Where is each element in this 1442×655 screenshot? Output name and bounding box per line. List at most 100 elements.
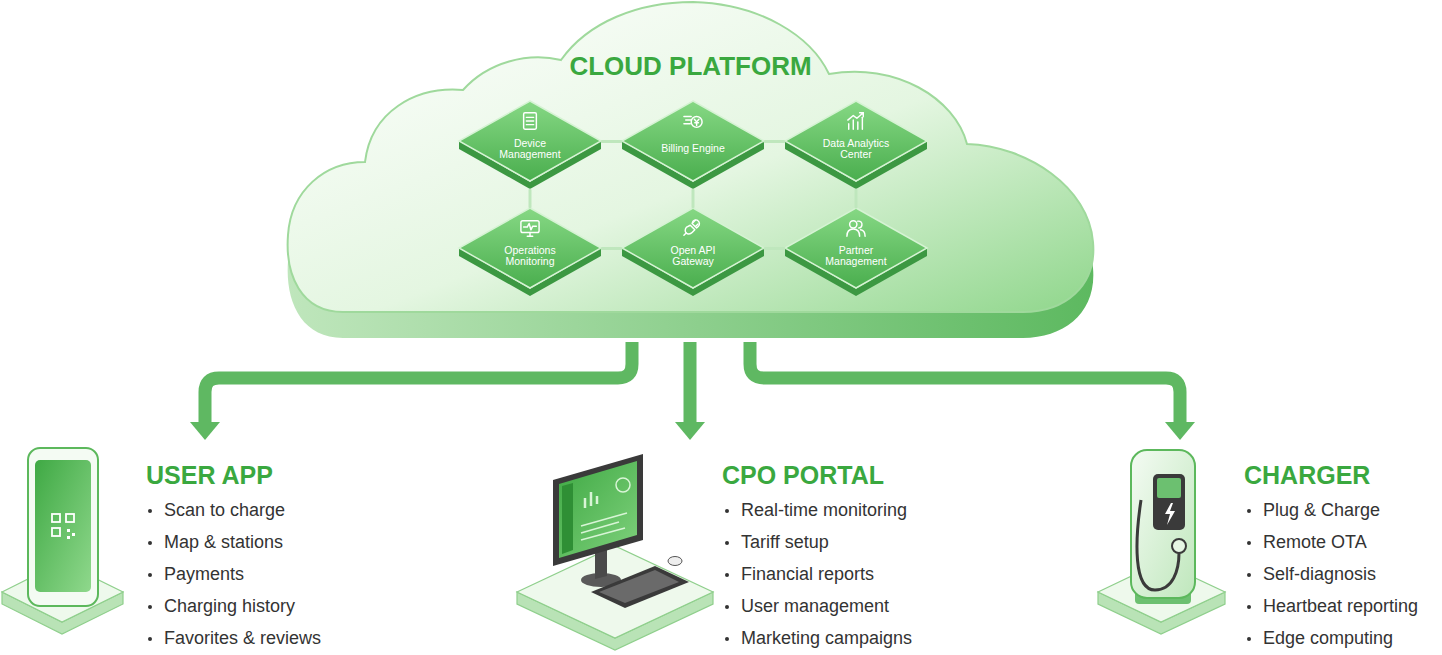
link-line xyxy=(602,247,621,250)
module-diamond: Device Management xyxy=(458,100,602,190)
module-icon-holder xyxy=(458,111,602,133)
illustration-line xyxy=(581,513,627,526)
feature-bullet: Self-diagnosis xyxy=(1245,564,1376,585)
link-line xyxy=(765,140,784,143)
illustration-g xyxy=(521,221,539,236)
illustration-line xyxy=(848,124,849,129)
illustration-polygon xyxy=(622,208,764,288)
illustration-polygon xyxy=(562,483,573,554)
module-label: Device Management xyxy=(488,135,572,163)
illustration-circle xyxy=(691,116,702,127)
link-line xyxy=(765,247,784,250)
link-line xyxy=(692,190,695,207)
arrow-shaft xyxy=(684,342,697,423)
illustration-polygon xyxy=(785,208,927,288)
arrow-head xyxy=(675,422,705,440)
illustration-rect xyxy=(66,514,74,522)
illustration-path xyxy=(684,233,686,235)
module-icon xyxy=(519,218,541,238)
feature-bullet: Plug & Charge xyxy=(1245,500,1380,521)
module-label: Partner Management xyxy=(814,242,898,270)
arrow-shaft xyxy=(205,342,632,423)
illustration-circle xyxy=(616,478,630,492)
grid-link xyxy=(530,190,531,207)
grid-link xyxy=(856,190,857,207)
cloud-shape: CLOUD PLATFORM Device Management Billing E… xyxy=(283,0,1098,342)
module-diamond: Data Analytics Center xyxy=(784,100,928,190)
endpoint-panel: CPO PORTAL Real-time monitoringTariff set… xyxy=(515,440,945,655)
flow-arrow xyxy=(190,342,632,440)
feature-bullet: Financial reports xyxy=(723,564,874,585)
feature-bullet: Heartbeat reporting xyxy=(1245,596,1418,617)
arrow-shaft xyxy=(750,342,1180,423)
illustration-polygon xyxy=(595,549,607,579)
illustration-line xyxy=(581,528,625,540)
module-diamond: Partner Management xyxy=(784,207,928,297)
illustration-path xyxy=(847,229,860,236)
module-icon xyxy=(682,111,704,131)
illustration-g xyxy=(684,220,700,235)
module-diamond: Operations Monitoring xyxy=(458,207,602,297)
illustration-path xyxy=(524,223,537,229)
flow-arrow xyxy=(675,342,705,440)
grid-link xyxy=(765,248,784,249)
illustration-g xyxy=(524,113,537,129)
flow-arrow xyxy=(750,342,1195,440)
arrow-head xyxy=(190,422,220,440)
endpoint-panel: CHARGERPlug & ChargeRemote OTASelf-diagn… xyxy=(1095,440,1442,655)
illustration-polygon xyxy=(622,101,764,181)
illustration-rect xyxy=(1153,474,1185,530)
module-label: Billing Engine xyxy=(651,135,735,163)
feature-bullet: Favorites & reviews xyxy=(146,628,321,649)
illustration-line xyxy=(590,492,593,506)
illustration-line xyxy=(686,119,691,120)
module-icon xyxy=(519,111,541,131)
illustration-path xyxy=(848,113,863,120)
illustration-rect xyxy=(521,221,539,233)
illustration-rect xyxy=(524,113,537,129)
illustration-rect xyxy=(1157,478,1181,498)
illustration-line xyxy=(529,233,530,237)
illustration-g xyxy=(52,514,74,536)
illustration-rect xyxy=(52,514,60,522)
illustration-g xyxy=(581,513,627,540)
illustration-polygon xyxy=(785,101,927,181)
illustration-line xyxy=(584,498,587,508)
illustration-polygon xyxy=(459,101,601,181)
illustration-g xyxy=(684,116,702,127)
illustration-circle xyxy=(1172,539,1186,553)
link-line xyxy=(855,190,858,207)
feature-bullet: Payments xyxy=(146,564,244,585)
feature-bullet: Real-time monitoring xyxy=(723,500,907,521)
panel-heading: CPO PORTAL xyxy=(722,461,884,490)
illustration-rect xyxy=(1131,450,1195,598)
illustration-ellipse xyxy=(668,557,682,566)
illustration-path xyxy=(692,220,699,228)
feature-bullet: Remote OTA xyxy=(1245,532,1367,553)
illustration-line xyxy=(596,496,599,504)
module-icon xyxy=(845,111,867,131)
illustration-rect xyxy=(67,536,70,539)
illustration-line xyxy=(526,117,533,118)
feature-bullet: Tariff setup xyxy=(723,532,829,553)
cloud-title: CLOUD PLATFORM xyxy=(283,51,1098,82)
illustration-path xyxy=(288,2,1094,312)
panel-heading: USER APP xyxy=(146,461,273,490)
grid-link xyxy=(765,141,784,142)
grid-link xyxy=(602,141,621,142)
illustration-polygon xyxy=(459,208,601,288)
module-label: Open API Gateway xyxy=(651,242,735,270)
illustration-polygon xyxy=(553,454,643,566)
illustration-polygon xyxy=(591,566,689,608)
illustration-polygon xyxy=(599,570,679,603)
illustration-line xyxy=(853,120,854,129)
illustration-line xyxy=(526,124,533,125)
illustration-g xyxy=(847,221,865,236)
module-icon-holder xyxy=(784,111,928,133)
module-icon-holder xyxy=(621,218,765,240)
illustration-line xyxy=(684,116,691,117)
feature-bullet: Map & stations xyxy=(146,532,283,553)
link-line xyxy=(602,140,621,143)
illustration-g xyxy=(585,492,597,508)
